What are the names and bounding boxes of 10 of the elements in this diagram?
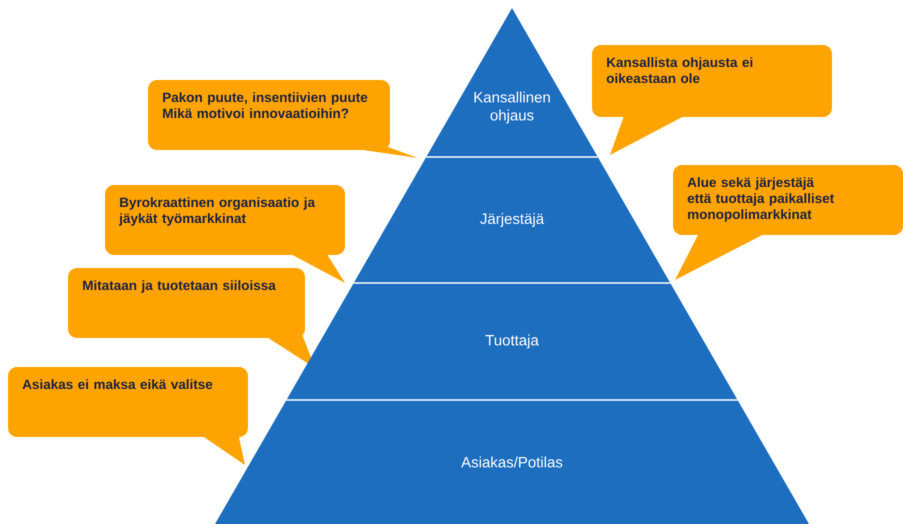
speech-bubble: Pakon puute, insentiivien puute Mikä motivoi innovaatioihin? xyxy=(148,80,418,158)
pyramid-level: Tuottaja xyxy=(286,283,738,400)
speech-bubble: Mitataan ja tuotetaan siiloissa xyxy=(68,268,315,368)
speech-bubble: Asiakas ei maksa eikä valitse xyxy=(8,367,248,465)
node-label: Byrokraattinen organisaatio ja jäykät työmarkkinat xyxy=(119,197,316,226)
speech-bubble: Kansallista ohjausta ei oikeastaan ole xyxy=(592,45,832,155)
speech-bubble: Alue sekä järjestäjä että tuottaja paikalliset monopolimarkkinat xyxy=(673,165,903,280)
pyramid-level: Järjestäjä xyxy=(354,157,670,283)
pyramid-level: Asiakas/Potilas xyxy=(215,400,809,524)
pyramid-level: Kansallinen ohjaus xyxy=(426,8,598,157)
